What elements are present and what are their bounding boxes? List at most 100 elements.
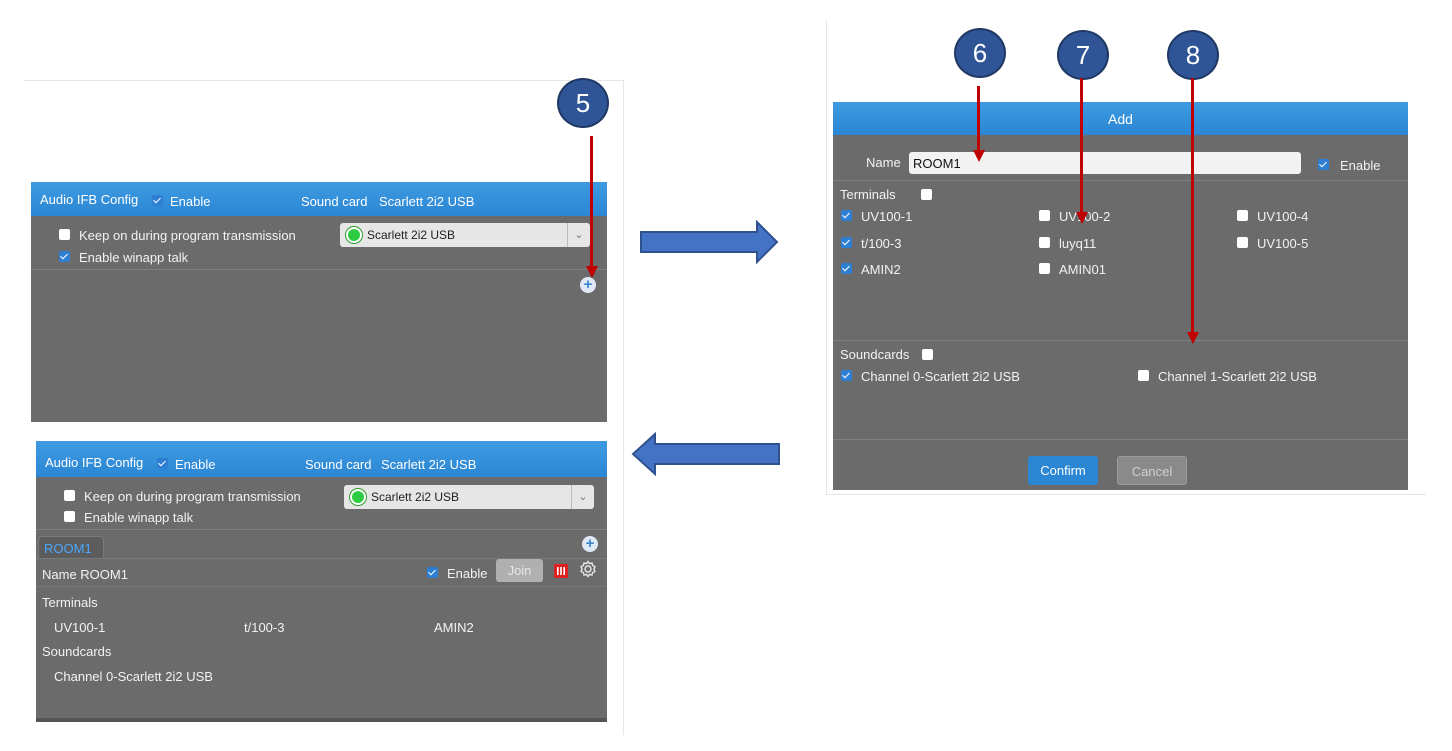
dialog-header: Add [833, 102, 1408, 135]
winapp-talk-checkbox[interactable] [64, 511, 75, 522]
winapp-talk-checkbox[interactable] [59, 251, 70, 262]
cancel-button[interactable]: Cancel [1117, 456, 1187, 485]
gear-icon[interactable] [579, 560, 597, 578]
divider [833, 340, 1408, 341]
plus-circle-icon[interactable]: + [582, 536, 598, 552]
terminal-item: AMIN2 [434, 620, 474, 635]
terminal-label: luyq11 [1059, 236, 1097, 251]
terminals-label: Terminals [840, 187, 896, 202]
terminal-item: UV100-1 [54, 620, 106, 635]
winapp-talk-label: Enable winapp talk [84, 510, 194, 525]
terminal-label: UV100-4 [1257, 209, 1309, 224]
enable-label: Enable [175, 457, 216, 472]
soundcard-item: Channel 0-Scarlett 2i2 USB [54, 669, 213, 684]
callout-8-arrowhead [1187, 332, 1199, 344]
callout-5: 5 [557, 78, 609, 128]
enable-checkbox[interactable] [157, 458, 168, 469]
name-label: Name [866, 155, 901, 170]
keep-on-label: Keep on during program transmission [84, 489, 301, 504]
room-name: Name ROOM1 [42, 567, 128, 582]
chevron-down-icon[interactable]: ⌄ [571, 485, 594, 509]
terminal-label: t/100-3 [861, 236, 902, 251]
callout-7: 7 [1057, 30, 1109, 80]
name-input[interactable] [909, 152, 1301, 174]
divider [31, 269, 607, 270]
panel-header: Audio IFB Config Enable Sound card Scarl… [36, 441, 607, 477]
dialog-title: Add [1108, 111, 1133, 127]
plus-circle-icon[interactable]: + [580, 277, 596, 293]
chevron-down-icon[interactable]: ⌄ [567, 223, 590, 247]
soundcard-select[interactable]: Scarlett 2i2 USB ⌄ [344, 485, 594, 509]
terminal-label: AMIN2 [861, 262, 901, 277]
soundcard-label: Channel 0-Scarlett 2i2 USB [861, 369, 1020, 384]
select-value: Scarlett 2i2 USB [367, 228, 456, 242]
room-tab-label: ROOM1 [44, 541, 92, 556]
soundcards-label: Soundcards [840, 347, 910, 362]
soundcard-label: Sound card [305, 457, 372, 472]
divider [833, 180, 1408, 181]
panel-title: Audio IFB Config [40, 192, 139, 207]
terminal-checkbox-amin2[interactable] [841, 263, 852, 274]
join-button[interactable]: Join [496, 559, 543, 582]
panel-title: Audio IFB Config [45, 455, 144, 470]
terminal-checkbox-t100-3[interactable] [841, 237, 852, 248]
soundcards-heading: Soundcards [42, 644, 112, 659]
terminal-checkbox-uv100-4[interactable] [1237, 210, 1248, 221]
confirm-button[interactable]: Confirm [1028, 456, 1098, 485]
room-enable-label: Enable [447, 566, 488, 581]
keep-on-checkbox[interactable] [64, 490, 75, 501]
callout-8: 8 [1167, 30, 1219, 80]
delete-icon[interactable] [554, 563, 568, 578]
frame-line-top-left [24, 80, 624, 81]
divider [36, 529, 607, 530]
keep-on-label: Keep on during program transmission [79, 228, 296, 243]
right-arrow-icon [640, 220, 779, 264]
dialog-enable-checkbox[interactable] [1318, 159, 1329, 170]
soundcard-value: Scarlett 2i2 USB [379, 194, 475, 209]
panel-header: Audio IFB Config Enable Sound card Scarl… [31, 182, 607, 216]
terminals-select-all-checkbox[interactable] [921, 189, 932, 200]
soundcard-checkbox-channel-1[interactable] [1138, 370, 1149, 381]
status-dot-icon [350, 489, 366, 505]
terminal-label: UV100-5 [1257, 236, 1309, 251]
divider [36, 558, 607, 559]
winapp-talk-label: Enable winapp talk [79, 250, 189, 265]
callout-6: 6 [954, 28, 1006, 78]
audio-ifb-panel-after: Audio IFB Config Enable Sound card Scarl… [36, 441, 607, 722]
divider [36, 586, 607, 587]
terminal-item: t/100-3 [244, 620, 285, 635]
audio-ifb-panel-before: Audio IFB Config Enable Sound card Scarl… [31, 182, 607, 422]
callout-6-arrowhead [973, 150, 985, 162]
frame-line-right-dialog [826, 20, 827, 495]
add-dialog: Add Name Enable Terminals UV100-1 UV100-… [833, 102, 1408, 490]
callout-5-line [590, 136, 593, 268]
soundcards-select-all-checkbox[interactable] [922, 349, 933, 360]
enable-checkbox[interactable] [152, 195, 163, 206]
frame-line-right-left [623, 80, 624, 735]
soundcard-label: Channel 1-Scarlett 2i2 USB [1158, 369, 1317, 384]
callout-7-arrowhead [1076, 212, 1088, 224]
room-tab[interactable]: ROOM1 [38, 536, 104, 559]
terminal-checkbox-amin01[interactable] [1039, 263, 1050, 274]
terminal-checkbox-luyq11[interactable] [1039, 237, 1050, 248]
terminal-checkbox-uv100-1[interactable] [841, 210, 852, 221]
terminal-checkbox-uv100-2[interactable] [1039, 210, 1050, 221]
callout-7-line [1080, 78, 1083, 214]
select-value: Scarlett 2i2 USB [371, 490, 460, 504]
callout-5-arrowhead [586, 266, 598, 278]
panel-bottom-bar [36, 718, 607, 722]
dialog-enable-label: Enable [1340, 158, 1381, 173]
terminal-label: UV100-1 [861, 209, 913, 224]
terminal-label: AMIN01 [1059, 262, 1106, 277]
callout-6-line [977, 86, 980, 152]
divider [833, 439, 1408, 440]
terminals-heading: Terminals [42, 595, 98, 610]
callout-8-line [1191, 78, 1194, 334]
keep-on-checkbox[interactable] [59, 229, 70, 240]
soundcard-select[interactable]: Scarlett 2i2 USB ⌄ [340, 223, 590, 247]
soundcard-checkbox-channel-0[interactable] [841, 370, 852, 381]
enable-label: Enable [170, 194, 211, 209]
terminal-checkbox-uv100-5[interactable] [1237, 237, 1248, 248]
status-dot-icon [346, 227, 362, 243]
room-enable-checkbox[interactable] [427, 567, 438, 578]
